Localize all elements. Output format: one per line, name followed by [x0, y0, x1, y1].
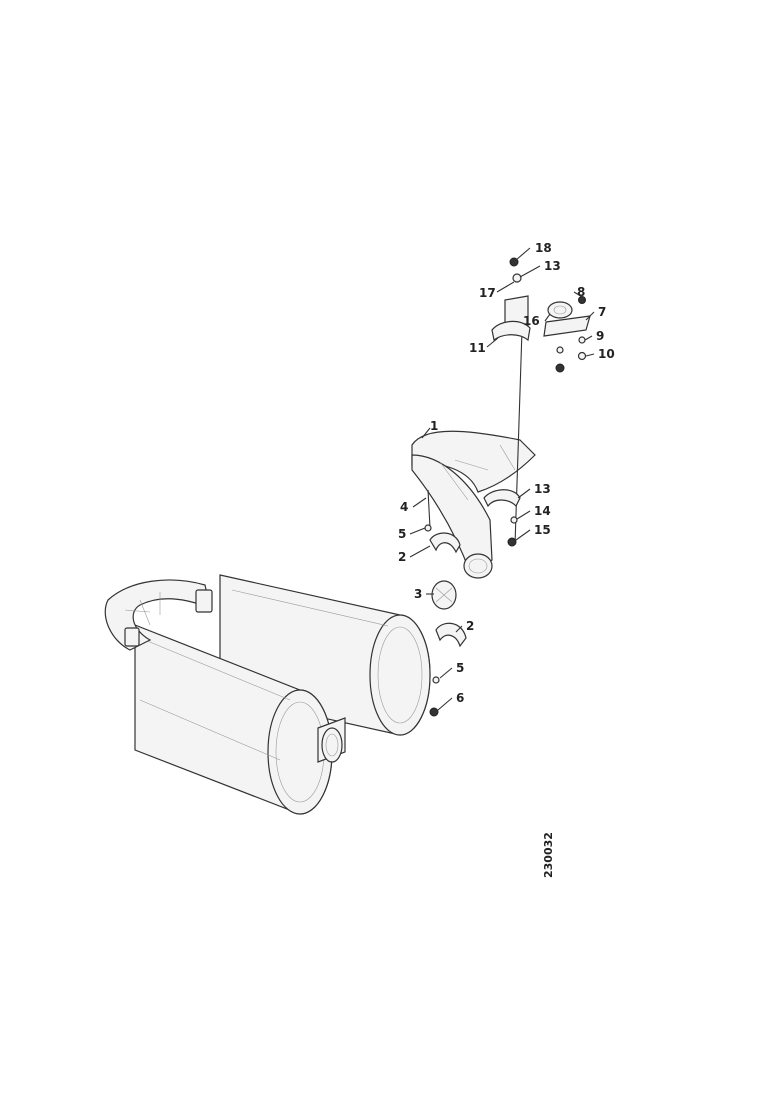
callout-1: 1: [430, 419, 438, 433]
leader-lines: [409, 247, 595, 711]
callout-5-lower: 5: [456, 661, 464, 675]
callout-13-upper: 13: [544, 259, 561, 273]
document-number: 230032: [542, 832, 555, 878]
callout-16: 16: [523, 314, 540, 328]
callout-9: 9: [596, 329, 604, 343]
callout-7: 7: [598, 305, 606, 319]
callout-17: 17: [479, 286, 496, 300]
hanger-rod: [514, 329, 523, 546]
callout-10: 10: [598, 347, 615, 361]
inlet-pipe: [411, 430, 536, 579]
crossover-pipe: [104, 579, 213, 651]
callout-11: 11: [469, 341, 486, 355]
callout-4: 4: [400, 500, 408, 514]
tailpipe: [317, 717, 346, 763]
callout-5-upper: 5: [398, 527, 406, 541]
callout-8-upper: 8: [577, 285, 585, 299]
callout-2-upper: 2: [398, 550, 406, 564]
callout-15: 15: [534, 523, 551, 537]
callout-2-lower: 2: [466, 619, 474, 633]
callout-6: 6: [456, 691, 464, 705]
upper-mounting-hardware: [491, 257, 591, 373]
callout-18: 18: [535, 241, 552, 255]
callout-13-lower: 13: [534, 482, 551, 496]
callout-3: 3: [414, 587, 422, 601]
callout-14: 14: [534, 504, 551, 518]
callout-labels: 18 13 17 8 16 7 9 11 10 1 13 4 14 5 15 2…: [398, 241, 615, 705]
